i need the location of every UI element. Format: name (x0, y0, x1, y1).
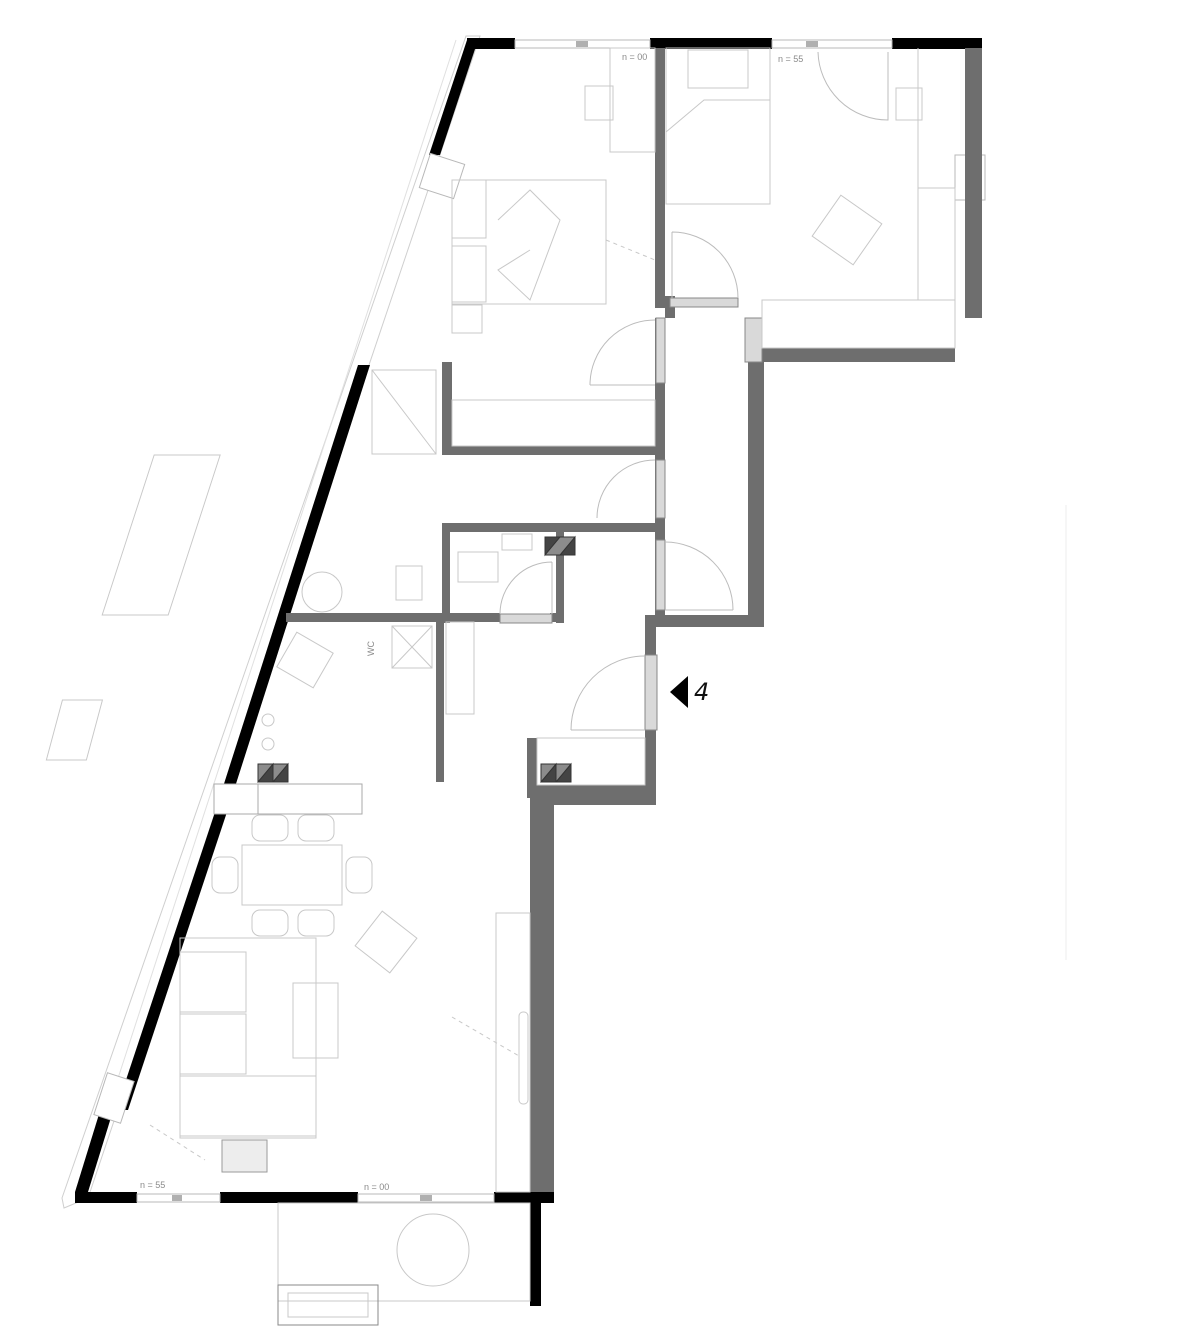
door-leaf-corridor (655, 539, 666, 611)
bedroom-divider-wall (655, 48, 665, 308)
kitchen-island (213, 783, 363, 815)
rug-living (221, 1139, 268, 1173)
top-wall-2 (650, 38, 772, 49)
window-slanted-1 (418, 152, 466, 200)
interior-walls (286, 48, 982, 1192)
room-label-wc: WC (366, 641, 376, 656)
corridor-wall-step (645, 615, 764, 627)
bathroom-wall-north (442, 523, 664, 532)
door-leaf-right-bedroom (669, 297, 739, 308)
living-room-wall-east (530, 785, 554, 1192)
corridor-wall-entrance-bottom (645, 730, 656, 805)
wardrobe-right-bedroom (761, 299, 956, 349)
cooktop (45, 699, 104, 761)
armchair-living (354, 910, 418, 974)
armchair-right-bedroom (811, 194, 883, 266)
left-bedroom-wall-south (442, 446, 665, 455)
furniture (45, 47, 956, 1326)
entrance-arrow-icon (670, 676, 688, 708)
top-wall-1 (467, 38, 515, 49)
rug (221, 1139, 268, 1173)
door-swings (499, 51, 889, 731)
top-wall-3 (892, 38, 982, 49)
washbasin (457, 551, 499, 583)
slanted-wall-top (429, 40, 478, 155)
corridor-wall-west (655, 455, 665, 615)
door-leaves (499, 297, 763, 731)
window-label-bottom-right: n = 00 (364, 1182, 389, 1192)
door-leaf-right-wardrobe (744, 317, 763, 363)
bathroom-wall-west (442, 523, 450, 623)
door-leaf-entrance (644, 654, 658, 731)
ventilation-shafts (256, 535, 576, 783)
storage-shelving (536, 737, 646, 786)
bathroom-wall-south (286, 613, 500, 622)
bed-left (451, 179, 607, 305)
door-leaf-kitchen (655, 459, 666, 519)
bedroom-divider-wall-lower (655, 318, 665, 450)
bathroom-wall-south-right (550, 613, 564, 622)
corridor-wall-east (748, 362, 764, 627)
window-label-top-left: n = 00 (622, 52, 647, 62)
wardrobe-left-bedroom (451, 399, 656, 447)
slanted-wall-base (75, 1098, 117, 1192)
window-mullions (172, 41, 818, 1201)
balcony-wall (530, 1200, 541, 1306)
balcony (277, 1202, 531, 1302)
balcony-planter (277, 1284, 379, 1326)
slanted-wall-bottom (116, 815, 226, 1110)
wc-fixture (391, 625, 433, 669)
coffee-table (292, 982, 339, 1059)
right-bedroom-wall-east (965, 48, 982, 318)
desk-left-bedroom (609, 47, 656, 153)
sofa (179, 937, 317, 1139)
wc-wall (436, 622, 444, 782)
exterior-walls (75, 38, 982, 1306)
tv-console (495, 912, 531, 1193)
bathroom-wall-east (556, 530, 564, 623)
kitchen-counter (101, 454, 221, 616)
desk-chair-right (895, 87, 923, 121)
bottom-wall-3 (494, 1192, 554, 1203)
entrance-marker: 4 (670, 676, 709, 708)
slanted-wall-middle (214, 365, 370, 815)
dining-table (241, 844, 343, 906)
window-slanted-2 (93, 1072, 135, 1124)
right-bedroom-wall-south (762, 348, 955, 362)
entrance-number: 4 (694, 678, 709, 706)
door-leaf-bathroom (499, 613, 553, 624)
bottom-wall-2 (220, 1192, 358, 1203)
storage-wall-south (530, 785, 656, 805)
balcony-table (396, 1213, 470, 1287)
storage-wall-west (527, 738, 537, 798)
sink-circle (301, 571, 343, 613)
corridor-wall-entrance-top (645, 615, 656, 655)
bottom-wall-1 (75, 1192, 137, 1203)
bed-right (665, 47, 771, 205)
door-leaf-left-bedroom (655, 317, 666, 384)
window-top-right (771, 39, 893, 49)
window-label-bottom-left: n = 55 (140, 1180, 165, 1190)
window-label-top-right: n = 55 (778, 54, 803, 64)
left-bedroom-wall-west (442, 362, 452, 454)
